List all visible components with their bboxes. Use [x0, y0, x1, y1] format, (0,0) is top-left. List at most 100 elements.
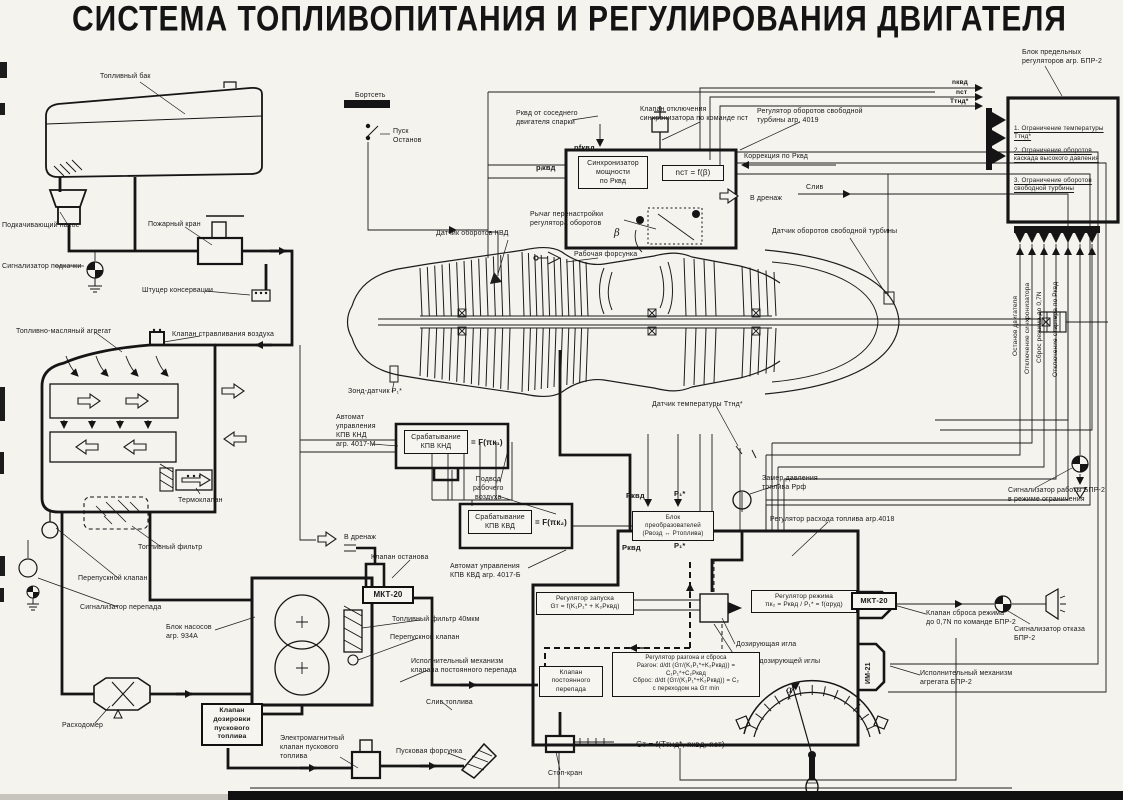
- hollow-arrows: [75, 187, 739, 548]
- photo-edge-strip: [228, 791, 1123, 800]
- label-correction-pkvd: Коррекция по Pквд: [744, 153, 809, 160]
- box-kvd-trigger: Срабатывание КПВ КВД: [468, 510, 532, 535]
- box-mkt20-right: МКТ-20: [851, 592, 897, 610]
- label-p1-lower: P₁*: [674, 541, 686, 550]
- label-pkvd-upper: Pквд: [626, 491, 645, 500]
- label-cmd-sync-off: Отключение синхронизатора: [1024, 282, 1031, 374]
- label-air-bleed-valve: Клапан стравливания воздуха: [172, 331, 275, 338]
- label-em-start-valve: Электромагнитный клапан пускового топлив…: [280, 735, 345, 761]
- label-stop-valve: Клапан останова: [371, 554, 429, 561]
- label-conservation-fitting: Штуцер консервации: [142, 287, 214, 294]
- label-pkvd-lower: Pквд: [622, 543, 641, 552]
- label-pkvd-neighbor: Pквд от соседнего двигателя спарки: [516, 110, 578, 127]
- fuel-lines: [58, 177, 744, 772]
- label-dosing-needle: Дозирующая игла: [736, 641, 797, 648]
- label-bpr-item-1: 1. Ограничение температуры Tтнд*: [1014, 125, 1104, 141]
- label-bpr-actuator: Исполнительный механизм агрегата БПР-2: [920, 670, 1013, 687]
- photo-artifact: [0, 452, 4, 474]
- label-kvd-speed-sensor: Датчик оборотов КВД: [436, 230, 509, 237]
- label-stop-cock: Стоп-кран: [548, 770, 583, 777]
- label-bypass-valve-2: Перепускной клапан: [390, 634, 460, 641]
- photo-artifact: [0, 103, 5, 115]
- label-fire-cock: Пожарный кран: [148, 221, 201, 228]
- box-mkt20-left: МКТ-20: [362, 586, 414, 605]
- dashed-thin-lines: [713, 560, 723, 652]
- label-n-st: nст: [956, 89, 968, 96]
- photo-artifact: [0, 556, 5, 576]
- label-kvd-formula: = F(πк₂): [535, 518, 567, 527]
- dash-arrows: [629, 583, 694, 652]
- label-pump-block: Блок насосов агр. 934А: [166, 624, 212, 641]
- label-bpr-item-3: 3. Ограничение оборотов свободной турбин…: [1014, 177, 1092, 193]
- label-temp-sensor: Датчик температуры Tтнд*: [652, 401, 743, 408]
- label-cmd-engine-stop: Останов двигателя: [1012, 295, 1019, 356]
- label-reg-4018: Регулятор расхода топлива агр.4018: [770, 516, 895, 523]
- label-fuel-filter: Топливный фильтр: [138, 544, 203, 551]
- label-bypass-valve-1: Перепускной клапан: [78, 575, 148, 582]
- photo-artifact: [0, 62, 7, 78]
- box-power-sync: Синхронизатор мощности по Pквд: [578, 156, 648, 190]
- label-beta: β: [614, 228, 620, 239]
- label-start-injector: Пусковая форсунка: [396, 748, 463, 755]
- label-boost-pump: Подкачивающий насос: [2, 222, 80, 229]
- dashed-command-lines: [544, 562, 691, 666]
- label-bpr-work-signal: Сигнализатор работы БПР-2 в режиме огран…: [1008, 487, 1106, 504]
- label-t-tnd: Tтнд*: [950, 98, 969, 105]
- label-bpr-fail-signal: Сигнализатор отказа БПР-2: [1014, 626, 1086, 643]
- label-retune-lever: Рычаг перенастройки регулятора оборотов: [530, 211, 604, 228]
- photo-edge-strip-left: [0, 794, 228, 800]
- box-converters: Блок преобразователей (Pвозд ↔ Pтоплива): [632, 511, 714, 542]
- box-const-diff-valve: Клапан постоянного перепада: [539, 666, 603, 698]
- photo-artifact: [0, 588, 4, 602]
- label-fuel-oil-unit: Топливно-масляный агрегат: [16, 328, 112, 335]
- label-drain-top: В дренаж: [750, 195, 783, 202]
- label-servo-needle: Сервомотор дозирующей иглы: [716, 658, 821, 665]
- box-start-governor: Регулятор запуска Gт = f(K₁P₁* + K₂Pквд): [536, 592, 634, 615]
- label-cmd-starter-off: Отключение стартера по Pквд: [1052, 281, 1059, 377]
- label-gt-formula: Gт = f(Tтнд*, nквд, nст): [636, 740, 725, 749]
- label-flow-meter: Расходомер: [62, 722, 104, 729]
- label-filter-40: Топливный фильтр 40мкм: [392, 616, 480, 623]
- label-free-turbine-governor: Регулятор оборотов свободной турбины агр…: [757, 108, 863, 125]
- label-mode-reset-valve: Клапан сброса режима до 0,7N по команде …: [926, 610, 1016, 627]
- solid-fills: [27, 100, 1100, 759]
- label-bpr-item-2: 2. Ограничение оборотов каскада высокого…: [1014, 147, 1099, 163]
- engine-drawing: [346, 246, 1108, 731]
- label-fuel-pressure: Замер давления топлива Pрф: [762, 475, 818, 492]
- label-sync-off-valve: Клапан отключения синхронизатора по кома…: [640, 106, 749, 123]
- label-p1-upper: P₁*: [674, 489, 686, 498]
- label-work-injector: Рабочая форсунка: [574, 251, 638, 258]
- label-p-f-kvd: pfквд: [574, 143, 595, 152]
- box-nst-f-beta: nст = f(β): [662, 165, 724, 182]
- label-bpr-title: Блок предельных регуляторов агр. БПР-2: [1022, 49, 1103, 66]
- signal-lines: [27, 84, 1107, 789]
- label-boost-signal: Сигнализатор подкачки: [2, 263, 82, 270]
- label-probe-sensor: Зонд-датчик P₁*: [348, 388, 403, 395]
- label-fuel-tank: Топливный бак: [100, 73, 151, 80]
- label-n-kvd: nквд: [952, 79, 968, 86]
- photo-artifact: [0, 387, 5, 421]
- box-start-fuel-dosing: Клапан дозировки пускового топлива: [201, 703, 263, 747]
- label-fuel-drain: Слив топлива: [426, 699, 473, 706]
- label-knd-automat: Автомат управления КПВ КНД агр. 4017-М: [336, 414, 376, 449]
- label-start-stop: Пуск Останов: [393, 128, 422, 145]
- label-actuator-diff-valve: Исполнительный механизм клапана постоянн…: [411, 658, 517, 675]
- box-knd-trigger: Срабатывание КПВ КНД: [404, 430, 468, 455]
- label-free-turbine-sensor: Датчик оборотов свободной турбины: [772, 228, 898, 235]
- label-kvd-automat: Автомат управления КПВ КВД агр. 4017-Б: [450, 563, 521, 580]
- label-diff-signal: Сигнализатор перепада: [80, 604, 162, 611]
- label-thermo-valve: Термоклапан: [178, 497, 223, 504]
- label-drain-mid: В дренаж: [344, 534, 377, 541]
- label-sliv: Слив: [806, 184, 824, 191]
- label-p-i-kvd: pᵢквд: [536, 163, 556, 172]
- label-alpha: α: [786, 685, 793, 696]
- box-mode-governor: Регулятор режима πк₂ = Pквд / P₁* = f(αр…: [751, 590, 857, 613]
- diagram-title: СИСТЕМА ТОПЛИВОПИТАНИЯ И РЕГУЛИРОВАНИЯ Д…: [72, 0, 1067, 39]
- label-onboard-net: Бортсеть: [355, 92, 386, 99]
- label-im21: ИМ-21: [865, 662, 872, 684]
- label-knd-formula: = F(πк₁): [471, 438, 503, 447]
- box-accel-governor: Регулятор разгона и сброса Разгон: d/dt …: [612, 652, 760, 697]
